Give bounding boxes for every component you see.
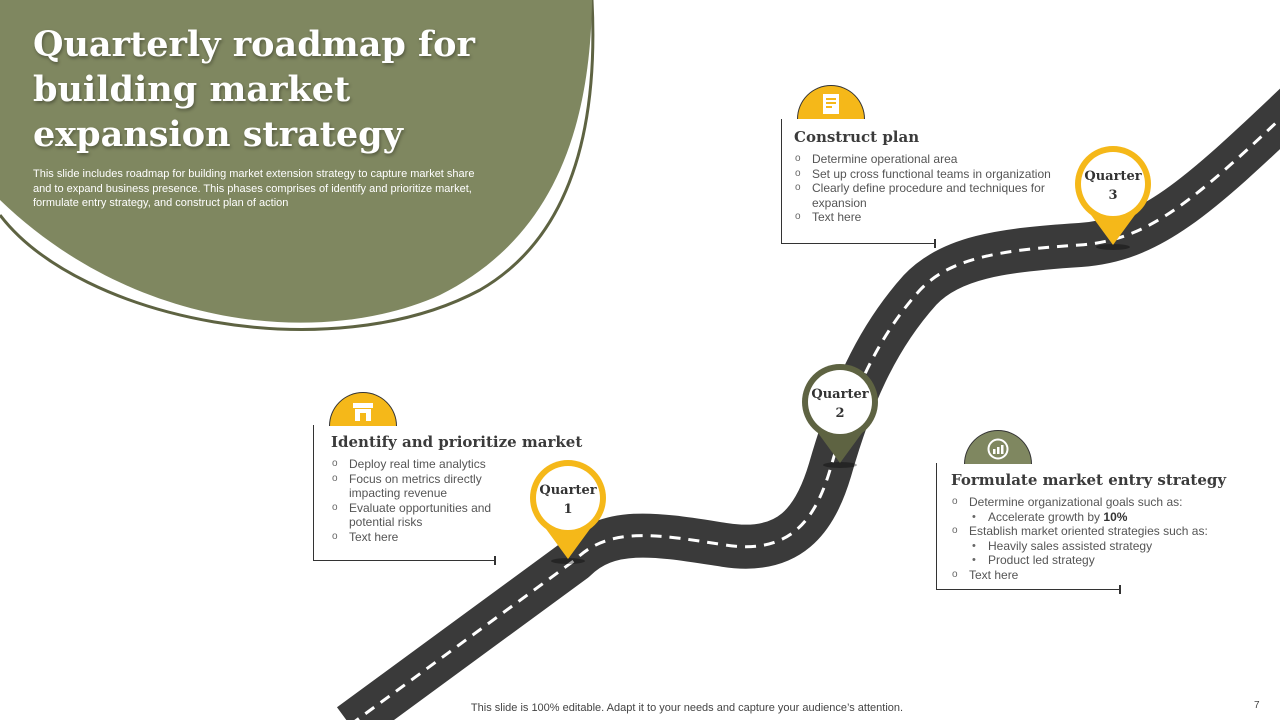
growth-value: 10% bbox=[1103, 509, 1128, 524]
slide-subtitle: This slide includes roadmap for building… bbox=[33, 168, 475, 209]
list-subitem: Accelerate growth by 10% bbox=[951, 510, 1231, 525]
list-item: Deploy real time analytics bbox=[331, 457, 495, 472]
list-item: Determine operational area bbox=[794, 152, 1084, 167]
card-construct-plan: Construct plan Determine operational are… bbox=[781, 119, 1051, 248]
pin-face bbox=[808, 370, 872, 434]
card-identify-market: Identify and prioritize market Deploy re… bbox=[313, 425, 583, 565]
card-formulate-strategy: Formulate market entry strategy Determin… bbox=[936, 463, 1227, 594]
list-subitem: Heavily sales assisted strategy bbox=[951, 539, 1231, 554]
list-item: Focus on metrics directly impacting reve… bbox=[331, 472, 495, 501]
quarter-2-label: Quarter 2 bbox=[805, 385, 875, 423]
card-list: Determine operational area Set up cross … bbox=[794, 152, 1084, 225]
quarter-word: Quarter bbox=[811, 387, 869, 402]
card-title: Formulate market entry strategy bbox=[951, 471, 1227, 489]
quarter-3-label: Quarter 3 bbox=[1078, 167, 1148, 205]
document-icon bbox=[823, 94, 839, 114]
page-number: 7 bbox=[1254, 700, 1260, 711]
quarter-2-pin bbox=[802, 364, 878, 468]
quarter-1-label: Quarter 1 bbox=[533, 481, 603, 519]
quarter-number: 3 bbox=[1108, 188, 1118, 203]
card-list: Deploy real time analytics Focus on metr… bbox=[331, 457, 495, 544]
quarter-word: Quarter bbox=[539, 483, 597, 498]
growth-chart-icon bbox=[987, 438, 1009, 460]
list-item: Determine organizational goals such as: bbox=[951, 495, 1231, 510]
quarter-number: 2 bbox=[835, 406, 845, 421]
store-icon bbox=[353, 403, 373, 421]
pin-face bbox=[1081, 152, 1145, 216]
card-title: Identify and prioritize market bbox=[331, 433, 583, 451]
list-item: Text here bbox=[794, 210, 1084, 225]
road-dashes bbox=[354, 116, 1280, 720]
pin-face bbox=[536, 466, 600, 530]
list-item: Text here bbox=[951, 568, 1231, 583]
list-item: Establish market oriented strategies suc… bbox=[951, 524, 1231, 539]
list-item: Set up cross functional teams in organiz… bbox=[794, 167, 1084, 182]
list-item: Clearly define procedure and techniques … bbox=[794, 181, 1052, 210]
pin-shadow bbox=[551, 558, 585, 564]
title-blob bbox=[0, 0, 592, 323]
list-item: Evaluate opportunities and potential ris… bbox=[331, 501, 495, 530]
slide-footer: This slide is 100% editable. Adapt it to… bbox=[470, 702, 904, 714]
quarter-number: 1 bbox=[563, 502, 573, 517]
list-subitem: Product led strategy bbox=[951, 553, 1231, 568]
pin-shadow bbox=[823, 462, 857, 468]
list-item: Text here bbox=[331, 530, 495, 545]
subitem-text: Accelerate growth by bbox=[988, 509, 1104, 524]
quarter-1-pin bbox=[530, 460, 606, 564]
card-title: Construct plan bbox=[794, 128, 920, 146]
slide-title: Quarterly roadmap for building market ex… bbox=[33, 24, 475, 155]
pin-shadow bbox=[1096, 244, 1130, 250]
quarter-3-pin bbox=[1075, 146, 1151, 250]
blob-outline bbox=[0, 0, 595, 331]
card-list: Determine organizational goals such as: … bbox=[951, 495, 1231, 582]
quarter-word: Quarter bbox=[1084, 169, 1142, 184]
